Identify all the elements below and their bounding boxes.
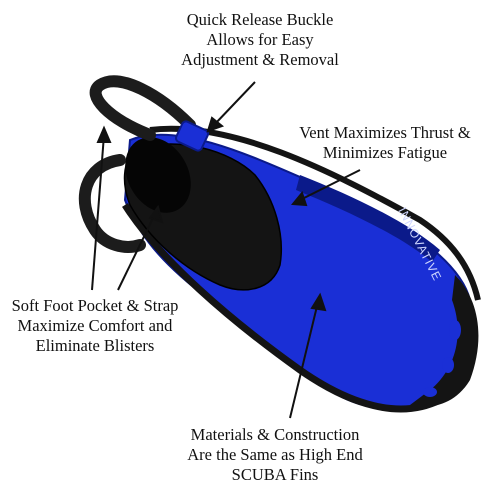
callout-line: Vent Maximizes Thrust & (299, 123, 471, 142)
callout-arrows (91, 81, 361, 419)
fin-tip-hole (423, 387, 437, 397)
buckle (174, 120, 210, 152)
callout-line: Quick Release Buckle (186, 10, 334, 29)
fin-vent (296, 175, 440, 262)
fin-rail-bottom (122, 203, 442, 413)
fin-rail-top (149, 125, 481, 301)
arrowhead-pocket (96, 125, 112, 143)
callout-line: Minimizes Fatigue (322, 143, 448, 162)
foot-opening (125, 137, 191, 213)
callout-materials: Materials & Construction Are the Same as… (155, 425, 395, 485)
heel-strap-inner (78, 154, 146, 253)
callout-line: Materials & Construction (190, 425, 360, 444)
callout-line: Soft Foot Pocket & Strap (11, 296, 179, 315)
arrowhead-buckle (206, 116, 225, 133)
arrow-pocket-strap (117, 213, 156, 291)
arrow-materials (289, 301, 319, 419)
arrow-vent (299, 169, 361, 201)
callout-line: Eliminate Blisters (35, 336, 155, 355)
heel-strap (89, 75, 196, 141)
callout-line: SCUBA Fins (231, 465, 319, 484)
callout-line: Adjustment & Removal (181, 50, 339, 69)
callout-line: Maximize Comfort and (17, 316, 173, 335)
callout-vent: Vent Maximizes Thrust & Minimizes Fatigu… (270, 123, 500, 163)
arrowhead-vent (291, 190, 308, 207)
arrowhead-materials (310, 292, 327, 312)
fin-tip-hole (449, 320, 461, 340)
callout-quick-release-buckle: Quick Release Buckle Allows for Easy Adj… (150, 10, 370, 70)
arrowhead-pocket-strap (148, 204, 164, 224)
callout-line: Are the Same as High End (187, 445, 363, 464)
fin-tip-hole (442, 357, 454, 373)
callout-line: Allows for Easy (206, 30, 314, 49)
fin-tip (410, 275, 479, 407)
arrow-buckle (213, 81, 256, 126)
arrow-pocket (91, 134, 105, 291)
callout-foot-pocket: Soft Foot Pocket & Strap Maximize Comfor… (0, 296, 190, 356)
